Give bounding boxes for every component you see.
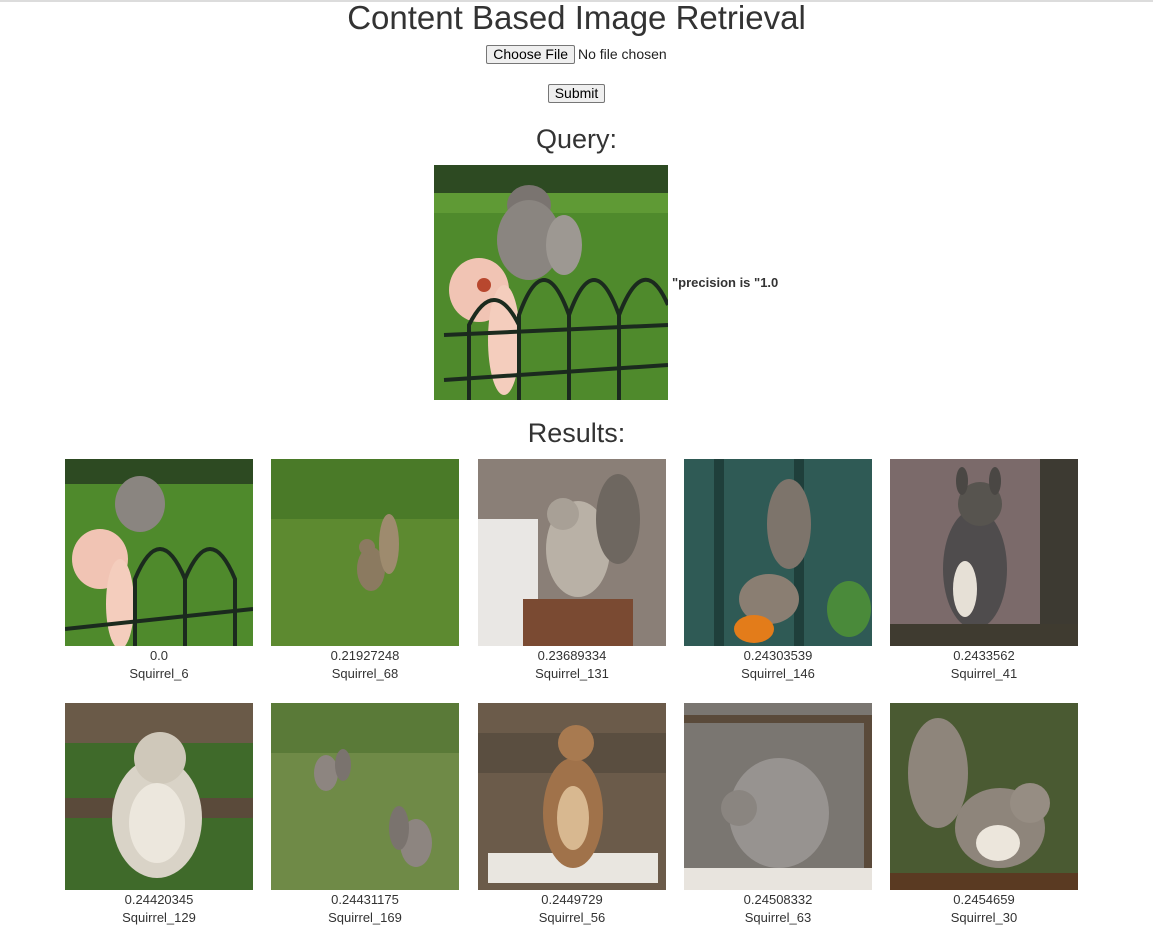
choose-file-button[interactable]: Choose File bbox=[486, 45, 575, 64]
result-score: 0.24420345 bbox=[124, 892, 194, 907]
result-label: Squirrel_131 bbox=[535, 666, 609, 681]
result-label: Squirrel_68 bbox=[331, 666, 399, 681]
result-score: 0.2454659 bbox=[953, 892, 1015, 907]
file-status-text: No file chosen bbox=[577, 46, 667, 62]
result-label: Squirrel_146 bbox=[741, 666, 815, 681]
result-label: Squirrel_30 bbox=[950, 910, 1018, 925]
result-image[interactable] bbox=[271, 459, 459, 646]
query-section: "precision is "1.0 bbox=[434, 165, 778, 400]
submit-row: Submit bbox=[0, 84, 1153, 103]
result-label: Squirrel_56 bbox=[538, 910, 606, 925]
result-image[interactable] bbox=[65, 703, 253, 890]
result-image[interactable] bbox=[478, 459, 666, 646]
query-image bbox=[434, 165, 668, 400]
result-label: Squirrel_41 bbox=[950, 666, 1018, 681]
result-item[interactable]: 0.21927248 Squirrel_68 bbox=[271, 459, 459, 683]
result-image[interactable] bbox=[684, 703, 872, 890]
result-item[interactable]: 0.2433562 Squirrel_41 bbox=[890, 459, 1078, 683]
result-image[interactable] bbox=[271, 703, 459, 890]
result-score: 0.21927248 bbox=[330, 648, 400, 663]
result-item[interactable]: 0.24420345 Squirrel_129 bbox=[65, 703, 253, 927]
result-label: Squirrel_6 bbox=[129, 666, 189, 681]
result-item[interactable]: 0.24431175 Squirrel_169 bbox=[271, 703, 459, 927]
result-score: 0.2449729 bbox=[541, 892, 603, 907]
result-item[interactable]: 0.2454659 Squirrel_30 bbox=[890, 703, 1078, 927]
query-heading: Query: bbox=[535, 124, 618, 154]
precision-text: "precision is "1.0 bbox=[672, 275, 779, 290]
results-heading: Results: bbox=[527, 418, 626, 448]
page-title: Content Based Image Retrieval bbox=[347, 0, 806, 36]
result-score: 0.24508332 bbox=[743, 892, 813, 907]
result-label: Squirrel_169 bbox=[328, 910, 402, 925]
result-image[interactable] bbox=[684, 459, 872, 646]
result-label: Squirrel_63 bbox=[744, 910, 812, 925]
result-score: 0.24431175 bbox=[331, 892, 399, 907]
result-image[interactable] bbox=[890, 459, 1078, 646]
result-item[interactable]: 0.24303539 Squirrel_146 bbox=[684, 459, 872, 683]
result-item[interactable]: 0.0 Squirrel_6 bbox=[65, 459, 253, 683]
result-item[interactable]: 0.2449729 Squirrel_56 bbox=[478, 703, 666, 927]
result-item[interactable]: 0.24508332 Squirrel_63 bbox=[684, 703, 872, 927]
submit-button[interactable]: Submit bbox=[547, 84, 606, 103]
result-score: 0.24303539 bbox=[743, 648, 813, 663]
result-item[interactable]: 0.23689334 Squirrel_131 bbox=[478, 459, 666, 683]
result-image[interactable] bbox=[890, 703, 1078, 890]
result-score: 0.23689334 bbox=[537, 648, 607, 663]
top-divider bbox=[0, 0, 1153, 2]
result-image[interactable] bbox=[478, 703, 666, 890]
result-label: Squirrel_129 bbox=[122, 910, 196, 925]
result-score: 0.0 bbox=[149, 648, 169, 663]
result-image[interactable] bbox=[65, 459, 253, 646]
result-score: 0.2433562 bbox=[953, 648, 1015, 663]
